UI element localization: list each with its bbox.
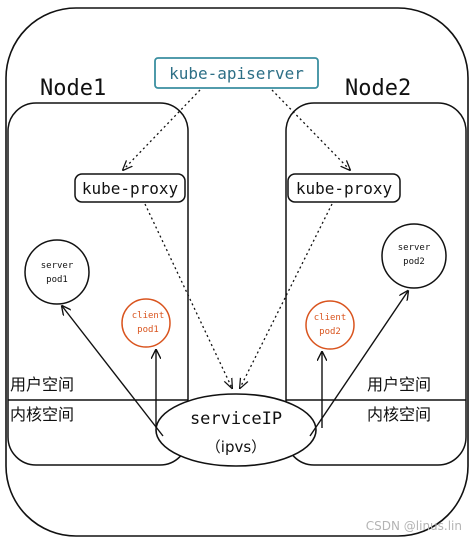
- server-pod1-label-line2: pod1: [46, 275, 68, 285]
- node1-title: Node1: [40, 76, 106, 101]
- node1-proxy-label: kube-proxy: [82, 179, 179, 198]
- cluster-boundary: [5, 7, 469, 537]
- node1-box: [7, 102, 189, 466]
- node1-proxy-box: [74, 173, 186, 203]
- watch-line-node1: [123, 89, 201, 170]
- node2-kernel-space-label: 内核空间: [367, 405, 431, 424]
- apiserver-box: [154, 57, 319, 89]
- node2-box: [285, 102, 467, 466]
- server-pod1-label-line1: server: [41, 261, 74, 271]
- node2-proxy-label: kube-proxy: [296, 179, 393, 198]
- service-ip-label: serviceIP: [190, 409, 282, 429]
- client-pod1-label-line2: pod1: [137, 325, 159, 335]
- client-pod1-circle: [121, 298, 171, 348]
- client-pod2-label-line2: pod2: [319, 327, 341, 337]
- server-pod1-circle: [24, 239, 90, 305]
- node2-proxy-box: [287, 173, 401, 203]
- server-pod2-label-line2: pod2: [403, 257, 425, 267]
- flow-service-to-server1: [62, 306, 164, 437]
- rule-line-node1: [144, 203, 232, 388]
- watch-line-node2: [271, 89, 350, 170]
- service-ipvs-label: （ipvs）: [206, 438, 266, 456]
- client-pod1-label-line1: client: [132, 311, 165, 321]
- server-pod2-circle: [381, 223, 447, 289]
- apiserver-label: kube-apiserver: [169, 64, 304, 83]
- client-pod2-label-line1: client: [314, 313, 347, 323]
- service-ip-ellipse: [155, 393, 317, 467]
- flow-service-to-server2: [309, 291, 408, 437]
- node2-title: Node2: [345, 76, 411, 101]
- rule-line-node2: [240, 203, 333, 388]
- node1-kernel-space-label: 内核空间: [10, 405, 74, 424]
- watermark: CSDN @linus.lin: [366, 519, 462, 533]
- node2-user-space-label: 用户空间: [367, 375, 431, 394]
- client-pod2-circle: [305, 300, 355, 350]
- node1-user-space-label: 用户空间: [10, 375, 74, 394]
- server-pod2-label-line1: server: [398, 243, 431, 253]
